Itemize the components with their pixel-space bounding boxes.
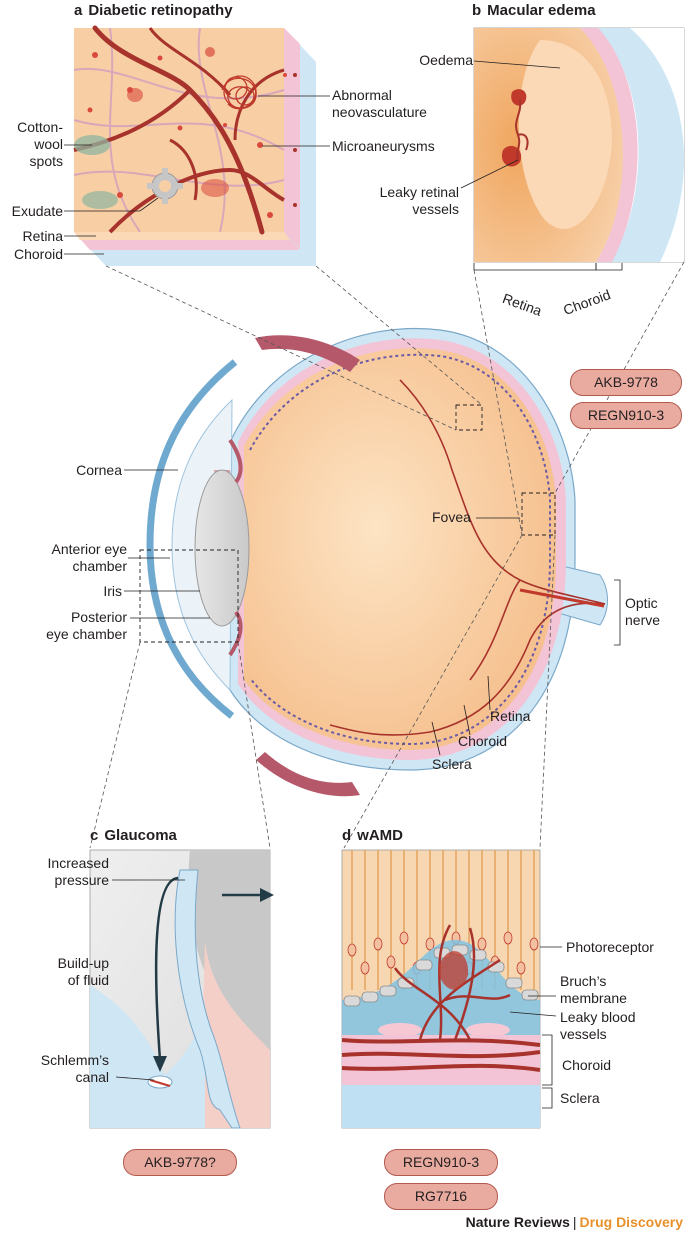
journal-name: Nature Reviews bbox=[466, 1214, 570, 1230]
label-eye-sclera: Sclera bbox=[432, 756, 472, 773]
label-bruchs-membrane: Bruch’s membrane bbox=[560, 973, 627, 1007]
label-a-choroid: Choroid bbox=[14, 246, 63, 263]
label-eye-choroid: Choroid bbox=[458, 733, 507, 750]
label-abnormal-neovasculature: Abnormal neovasculature bbox=[332, 87, 427, 121]
label-optic-nerve: Optic nerve bbox=[625, 595, 660, 629]
panel-a-block bbox=[74, 28, 316, 266]
label-increased-pressure: Increased pressure bbox=[48, 855, 109, 889]
drug-pill: REGN910-3 bbox=[570, 402, 682, 429]
label-iris: Iris bbox=[103, 583, 122, 600]
label-a-retina: Retina bbox=[23, 228, 63, 245]
label-anterior-chamber: Anterior eye chamber bbox=[52, 541, 127, 575]
lens bbox=[195, 470, 249, 626]
label-d-sclera: Sclera bbox=[560, 1090, 600, 1107]
label-schlemms-canal: Schlemm’s canal bbox=[41, 1052, 109, 1086]
cotton-wool-spot bbox=[82, 191, 118, 209]
drug-pill: AKB-9778 bbox=[570, 369, 682, 396]
journal-footer: Nature Reviews|Drug Discovery bbox=[466, 1214, 683, 1230]
label-posterior-chamber: Posterior eye chamber bbox=[46, 609, 127, 643]
drug-pill: RG7716 bbox=[384, 1183, 498, 1210]
label-microaneurysms: Microaneurysms bbox=[332, 138, 435, 155]
label-exudate: Exudate bbox=[12, 203, 63, 220]
drug-pill: REGN910-3 bbox=[384, 1149, 498, 1176]
label-d-choroid: Choroid bbox=[562, 1057, 611, 1074]
label-fovea: Fovea bbox=[432, 509, 471, 526]
wamd-sclera bbox=[342, 1085, 540, 1109]
panel-c-block bbox=[90, 850, 274, 1128]
eye-globe bbox=[150, 328, 608, 796]
label-leaky-blood-vessels: Leaky blood vessels bbox=[560, 1009, 636, 1043]
journal-section: Drug Discovery bbox=[580, 1214, 683, 1230]
panel-a-choroid-side bbox=[284, 28, 300, 250]
footer-separator: | bbox=[573, 1214, 577, 1230]
label-oedema: Oedema bbox=[419, 52, 473, 69]
label-leaky-retinal-vessels: Leaky retinal vessels bbox=[380, 184, 459, 218]
label-cotton-wool-spots: Cotton- wool spots bbox=[17, 119, 63, 170]
label-buildup-fluid: Build-up of fluid bbox=[58, 955, 109, 989]
label-photoreceptor: Photoreceptor bbox=[566, 939, 654, 956]
label-eye-retina: Retina bbox=[490, 708, 530, 725]
panel-d-block bbox=[342, 850, 540, 1128]
drug-pill: AKB-9778? bbox=[123, 1149, 237, 1176]
label-cornea: Cornea bbox=[76, 462, 122, 479]
panel-b-block bbox=[474, 28, 684, 262]
